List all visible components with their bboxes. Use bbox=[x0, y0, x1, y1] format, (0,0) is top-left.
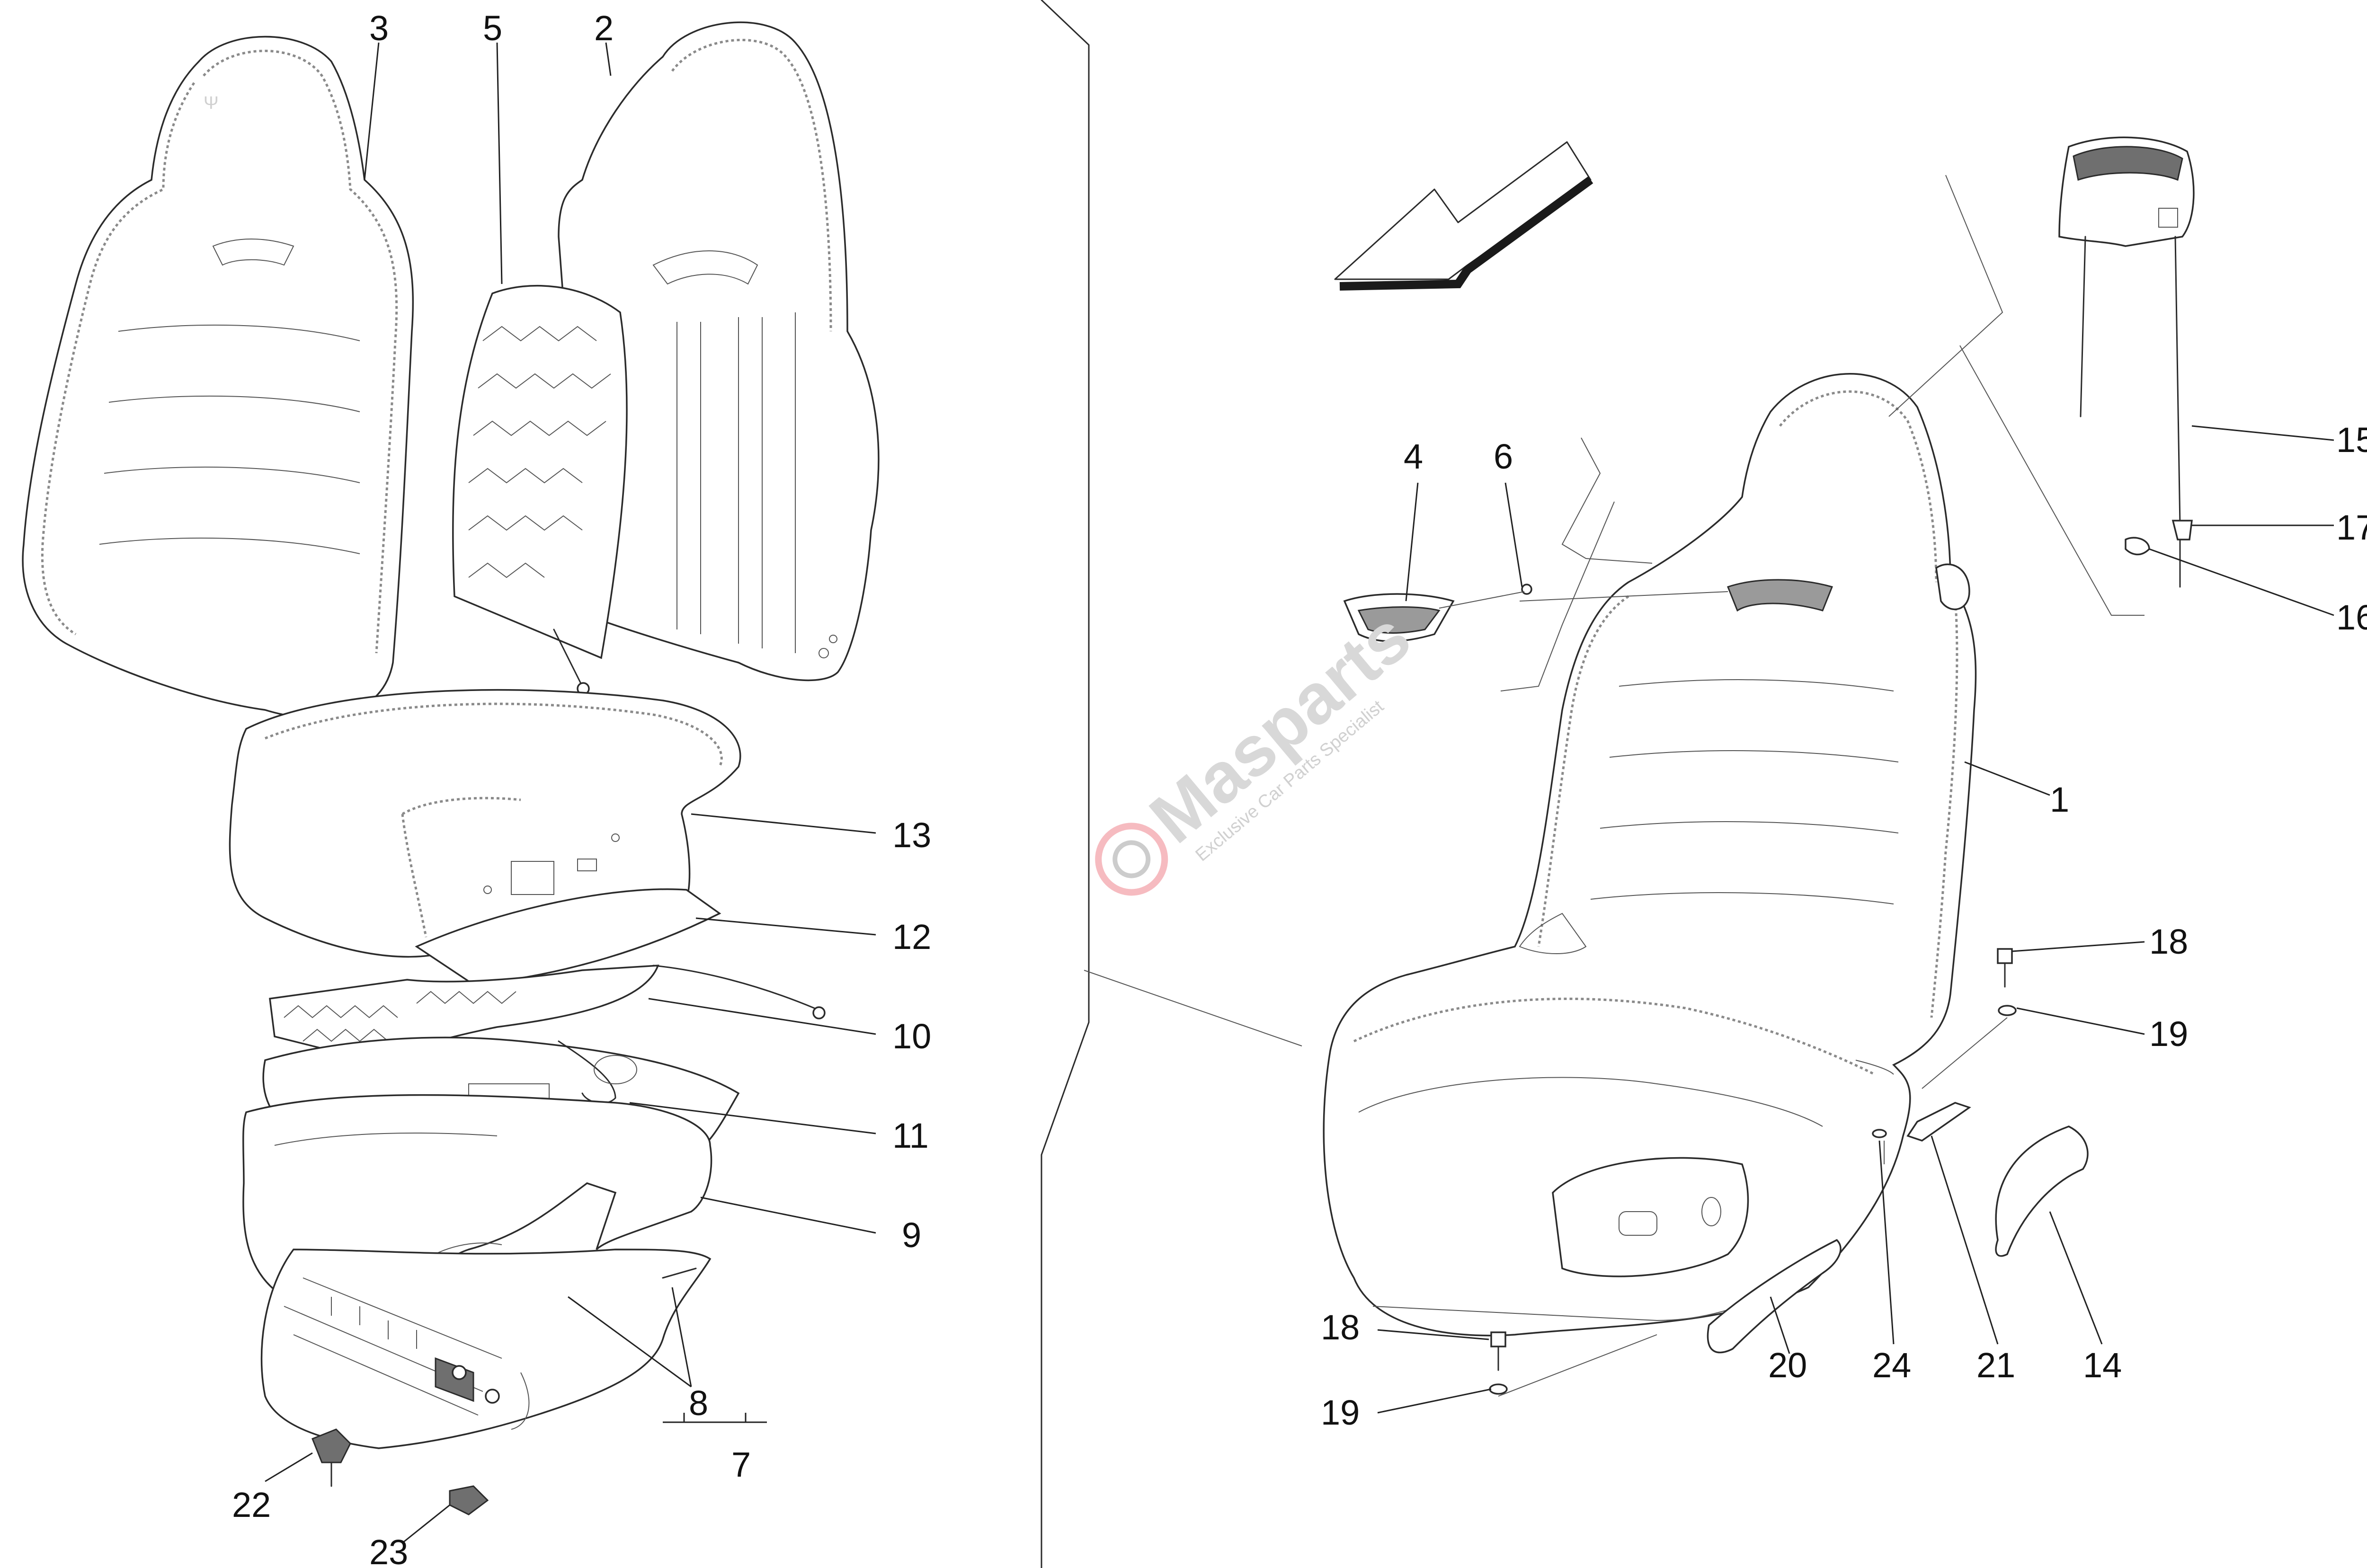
callout-22: 22 bbox=[232, 1485, 271, 1524]
trim-cover-part-20 bbox=[1707, 1239, 1842, 1354]
backrest-cover-front: Ψ bbox=[22, 35, 414, 719]
washer-part-24 bbox=[1872, 1129, 1887, 1138]
callout-18-upper: 18 bbox=[2149, 922, 2188, 961]
callout-12: 12 bbox=[892, 917, 931, 957]
direction-arrow bbox=[1334, 141, 1593, 291]
callout-21: 21 bbox=[1976, 1346, 2015, 1385]
callout-labels: 3 5 2 13 12 10 11 9 8 7 22 23 4 6 1 15 1… bbox=[232, 9, 2367, 1568]
callout-4: 4 bbox=[1404, 437, 1423, 476]
part-22-bracket bbox=[311, 1428, 351, 1487]
backrest-heater-pad bbox=[452, 284, 628, 695]
headrest-part-15 bbox=[2058, 136, 2195, 526]
backrest-rear-shell bbox=[558, 21, 880, 682]
callout-17: 17 bbox=[2336, 508, 2367, 547]
bolt-part-18-lower bbox=[1490, 1331, 1506, 1371]
seat-cushion-sheet bbox=[415, 888, 721, 985]
callout-13: 13 bbox=[892, 815, 931, 855]
washer-part-19-upper bbox=[1998, 1005, 2017, 1016]
trim-bezel-part-4 bbox=[1343, 593, 1455, 642]
complete-seat-assembly bbox=[1323, 373, 1977, 1337]
callout-9: 9 bbox=[902, 1215, 921, 1255]
screw-part-6 bbox=[1521, 584, 1532, 595]
svg-text:Ψ: Ψ bbox=[204, 93, 219, 113]
callout-5: 5 bbox=[483, 9, 502, 48]
callout-23: 23 bbox=[369, 1533, 408, 1568]
callout-3: 3 bbox=[369, 9, 389, 48]
leader-lines bbox=[265, 42, 2334, 1544]
callout-7: 7 bbox=[731, 1445, 751, 1484]
callout-19-lower: 19 bbox=[1321, 1393, 1360, 1432]
callout-16: 16 bbox=[2336, 598, 2367, 637]
callout-18-lower: 18 bbox=[1321, 1308, 1360, 1347]
masparts-logo-icon bbox=[1095, 823, 1168, 896]
washer-part-19-lower bbox=[1489, 1383, 1508, 1395]
callout-10: 10 bbox=[892, 1017, 931, 1056]
trim-strip-part-21 bbox=[1906, 1102, 1971, 1142]
masparts-watermark: Masparts Exclusive Car Parts Specialist bbox=[1095, 597, 1425, 896]
view-divider bbox=[1041, 0, 1302, 1568]
part-23-clip bbox=[449, 1485, 489, 1515]
seat-base-rails bbox=[260, 1249, 712, 1449]
callout-6: 6 bbox=[1494, 437, 1513, 476]
callout-11: 11 bbox=[892, 1116, 929, 1155]
bolt-part-18-upper bbox=[1997, 948, 2013, 988]
callout-8: 8 bbox=[689, 1383, 708, 1423]
callout-14: 14 bbox=[2083, 1346, 2122, 1385]
callout-15: 15 bbox=[2336, 420, 2367, 460]
headrest-guides-16-17 bbox=[2125, 520, 2193, 588]
callout-2: 2 bbox=[594, 9, 614, 48]
assembly-guide-lines bbox=[1439, 175, 2145, 1397]
callout-20: 20 bbox=[1768, 1346, 1807, 1385]
watermark-brand: Masparts bbox=[1135, 597, 1425, 858]
callout-1: 1 bbox=[2050, 780, 2069, 819]
callout-19-upper: 19 bbox=[2149, 1014, 2188, 1054]
callout-24: 24 bbox=[1872, 1346, 1911, 1385]
trim-cap-part-14 bbox=[1995, 1125, 2089, 1257]
